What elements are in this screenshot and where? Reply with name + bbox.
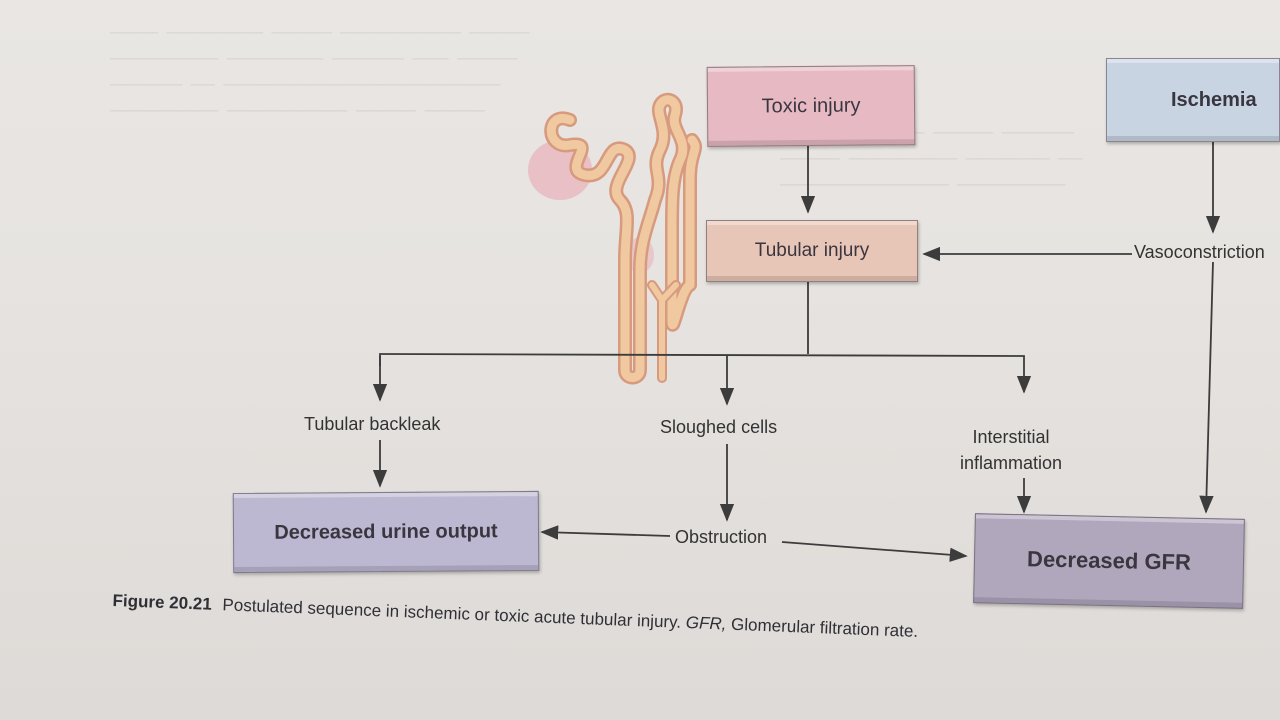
interstitial-line: Interstitial <box>972 427 1050 447</box>
ischemia-label: Ischemia <box>1171 88 1257 111</box>
sloughed-cells-label: Sloughed cells <box>660 417 778 437</box>
decreased-gfr-box: Decreased GFR <box>973 513 1245 609</box>
decreased-urine-output-box: Decreased urine output <box>232 490 540 574</box>
toxic-injury-box: Toxic injury <box>706 65 916 147</box>
ischemia-box: Ischemia <box>1106 58 1280 142</box>
nephron-illustration <box>528 92 703 385</box>
interstitial-inflammation-label: Interstitial inflammation <box>960 424 1062 476</box>
caption-abbreviation: GFR, <box>685 613 727 634</box>
vasoconstriction-label: Vasoconstriction <box>1134 242 1265 262</box>
figure-number: Figure 20.21 <box>112 591 213 614</box>
tubular-backleak-label: Tubular backleak <box>304 414 441 434</box>
tubular-injury-box: Tubular injury <box>706 220 918 282</box>
tubular-injury-label: Tubular injury <box>754 240 870 261</box>
connector-lines <box>372 142 1221 562</box>
decreased-gfr-label: Decreased GFR <box>1026 546 1192 575</box>
decreased-urine-output-label: Decreased urine output <box>274 519 498 544</box>
obstruction-label: Obstruction <box>675 527 768 547</box>
inflammation-line: inflammation <box>960 453 1063 473</box>
toxic-injury-label: Toxic injury <box>761 94 861 117</box>
